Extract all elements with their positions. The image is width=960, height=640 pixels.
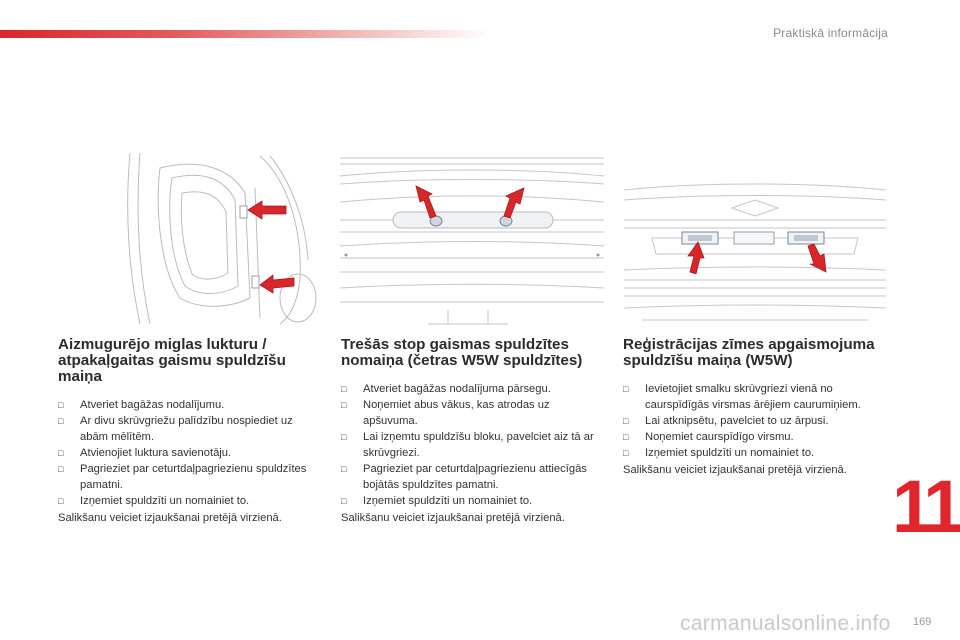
steps-list: □Atveriet bagāžas nodalījuma pārsegu. □N…: [341, 381, 605, 509]
section-title-plate-lamps: Reģistrācijas zīmes apgaismojuma spuldzī…: [623, 336, 875, 369]
rear-lamp-illustration: [127, 152, 317, 325]
step-item: □Atveriet bagāžas nodalījumu.: [58, 399, 225, 411]
section-title-rear-lamps: Aizmugurējo miglas lukturu / atpakaļgait…: [58, 336, 286, 385]
step-item: □Lai atknipsētu, pavelciet to uz ārpusi.: [623, 415, 829, 427]
lamp-arrow-right-icon: [807, 244, 827, 273]
checkbox-icon: □: [341, 496, 347, 506]
checkbox-icon: □: [58, 448, 64, 458]
lamp-arrow-left-icon: [687, 241, 705, 274]
step-item: □Pagrieziet par ceturtdaļpagriezienu spu…: [58, 463, 307, 491]
header-accent-bar: [0, 30, 490, 38]
step-item: □Pagrieziet par ceturtdaļpagriezienu att…: [341, 463, 587, 491]
checkbox-icon: □: [58, 416, 64, 426]
step-item: □Ievietojiet smalku skrūvgriezi vienā no…: [623, 383, 861, 411]
checkbox-icon: □: [341, 384, 347, 394]
checkbox-icon: □: [58, 496, 64, 506]
checkbox-icon: □: [623, 416, 629, 426]
step-item: □Noņemiet abus vākus, kas atrodas uz apš…: [341, 399, 550, 427]
section-plate-lamps: Reģistrācijas zīmes apgaismojuma spuldzī…: [623, 337, 885, 478]
checkbox-icon: □: [58, 400, 64, 410]
reassembly-note: Salikšanu veiciet izjaukšanai pretējā vi…: [341, 512, 565, 524]
step-item: □Izņemiet spuldzīti un nomainiet to.: [58, 495, 250, 507]
step-item: □Izņemiet spuldzīti un nomainiet to.: [341, 495, 533, 507]
checkbox-icon: □: [341, 432, 347, 442]
steps-list: □Atveriet bagāžas nodalījumu. □Ar divu s…: [58, 397, 320, 509]
reassembly-note: Salikšanu veiciet izjaukšanai pretējā vi…: [58, 512, 282, 524]
plate-lamp-illustration: [623, 183, 887, 321]
cover-arrow-right-icon: [503, 187, 525, 218]
tab-arrow-lower-icon: [259, 274, 295, 294]
page-number: 169: [913, 616, 932, 628]
steps-list: □Ievietojiet smalku skrūvgriezi vienā no…: [623, 381, 885, 461]
step-item: □Lai izņemtu spuldzīšu bloku, pavelciet …: [341, 431, 594, 459]
cover-arrow-left-icon: [415, 185, 437, 218]
checkbox-icon: □: [341, 464, 347, 474]
step-item: □Izņemiet spuldzīti un nomainiet to.: [623, 447, 815, 459]
checkbox-icon: □: [623, 448, 629, 458]
checkbox-icon: □: [341, 400, 347, 410]
step-item: □Noņemiet caurspīdīgo virsmu.: [623, 431, 794, 443]
section-rear-lamps: Aizmugurējo miglas lukturu / atpakaļgait…: [58, 337, 320, 526]
section-title-brake-light: Trešās stop gaismas spuldzītes nomaiņa (…: [341, 336, 583, 369]
brake-light-illustration: [339, 157, 605, 325]
step-item: □Atveriet bagāžas nodalījuma pārsegu.: [341, 383, 551, 395]
section-brake-light: Trešās stop gaismas spuldzītes nomaiņa (…: [341, 337, 605, 526]
chapter-number: 11: [892, 465, 960, 548]
checkbox-icon: □: [623, 384, 629, 394]
tab-arrow-upper-icon: [247, 200, 287, 220]
checkbox-icon: □: [623, 432, 629, 442]
step-item: □Atvienojiet luktura savienotāju.: [58, 447, 232, 459]
step-item: □Ar divu skrūvgriežu palīdzību nospiedie…: [58, 415, 293, 443]
checkbox-icon: □: [58, 464, 64, 474]
section-title: Praktiskā informācija: [773, 26, 888, 40]
reassembly-note: Salikšanu veiciet izjaukšanai pretējā vi…: [623, 464, 847, 476]
watermark-text: carmanualsonline.info: [680, 612, 891, 635]
